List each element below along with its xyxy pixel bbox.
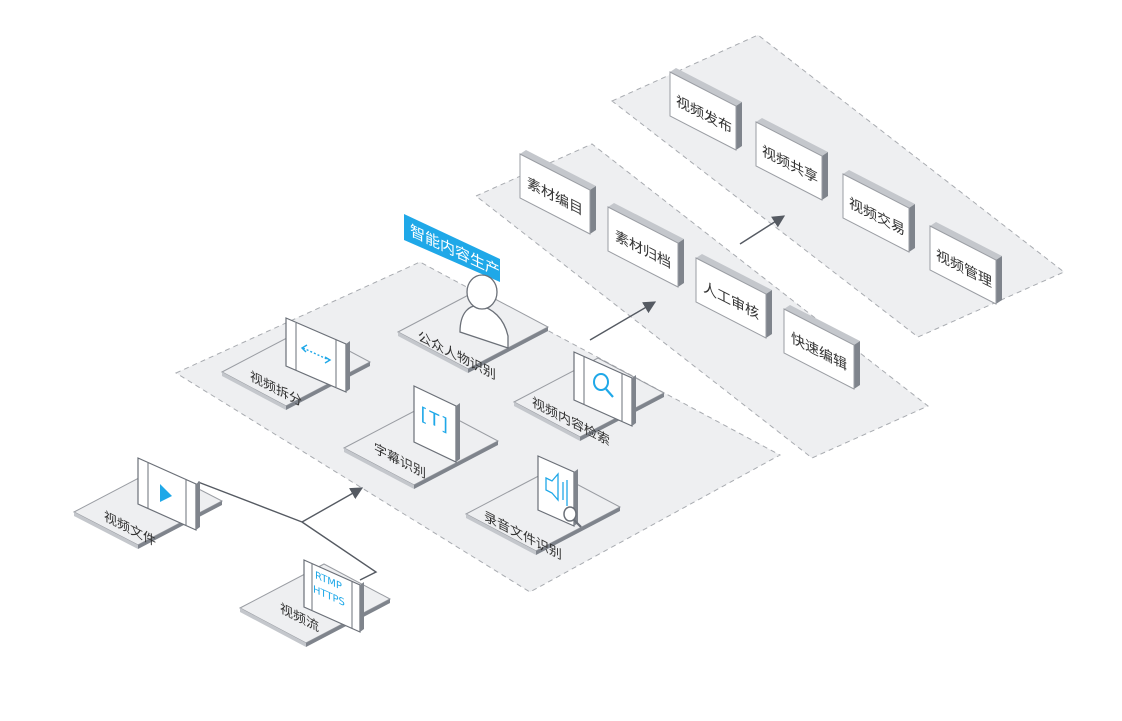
publishing-items: 视频发布 视频共享 视频交易 视频管理 [669,68,1002,305]
source-file-connector [197,481,303,523]
production-tile-subtitle[interactable]: [T] 字幕识别 [342,385,500,489]
film-split-icon [285,317,350,393]
source-tile-video-stream[interactable]: RTMP HTTPS 视频流 [238,559,392,647]
source-tile-video-file[interactable]: 视频文件 [72,457,224,550]
publish-box-video-manage[interactable]: 视频管理 [929,222,1002,305]
sources-to-production-arrow [301,487,364,523]
production-tile-video-split[interactable]: 视频拆分 [220,317,372,410]
process-box-catalog[interactable]: 素材编目 [519,150,596,235]
process-box-quick-edit[interactable]: 快速编辑 [783,305,860,390]
video-play-icon [137,457,200,531]
source-stream-connector [301,521,378,581]
region-title-background [404,214,500,282]
processing-items: 素材编目 素材归档 人工审核 快速编辑 [519,150,860,390]
production-to-processing-arrow [589,301,657,341]
publish-box-video-release[interactable]: 视频发布 [669,68,742,151]
processing-to-publishing-arrow [739,215,786,245]
film-search-icon [573,351,636,427]
rtmp-stream-icon: RTMP HTTPS [303,559,364,633]
process-box-manual-review[interactable]: 人工审核 [695,254,772,339]
audio-file-search-icon [537,455,582,528]
person-icon [459,274,509,349]
connectors [197,215,786,581]
publish-box-video-share[interactable]: 视频共享 [755,118,828,201]
publish-box-video-trade[interactable]: 视频交易 [842,170,915,253]
production-tile-content-search[interactable]: 视频内容检索 [512,351,666,449]
subtitle-text-icon: [T] [413,385,460,463]
